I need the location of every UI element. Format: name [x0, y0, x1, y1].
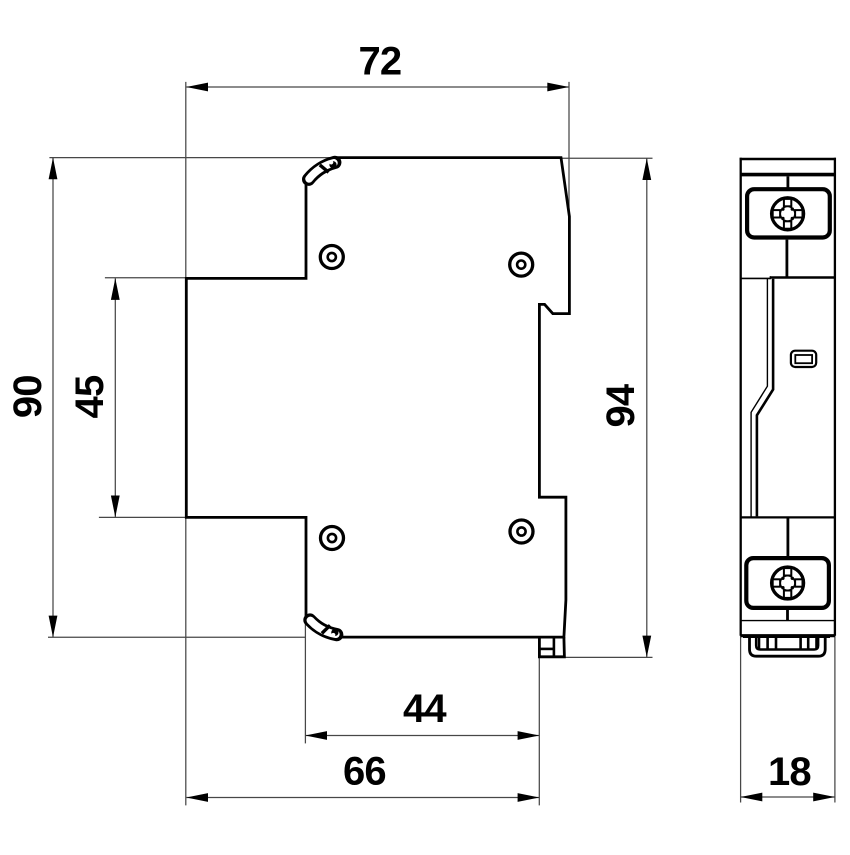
svg-text:45: 45: [68, 375, 112, 418]
svg-text:94: 94: [599, 383, 643, 427]
svg-text:90: 90: [6, 375, 50, 418]
svg-text:72: 72: [358, 40, 401, 84]
svg-text:66: 66: [343, 750, 386, 794]
svg-text:44: 44: [403, 687, 447, 731]
svg-text:18: 18: [768, 750, 811, 794]
